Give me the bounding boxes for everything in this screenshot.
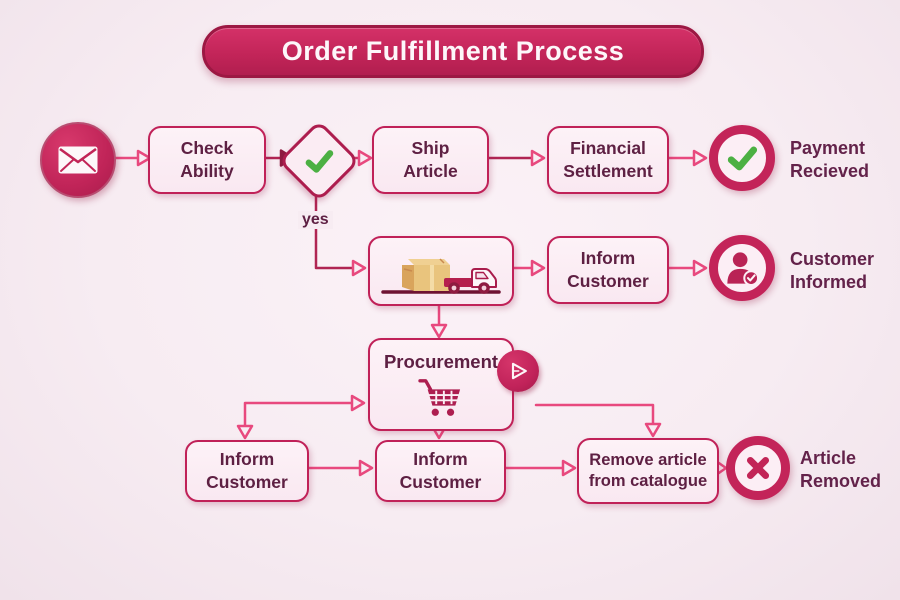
end-event-article-removed <box>726 436 790 500</box>
delivery-truck-icon <box>381 258 501 294</box>
arrowhead <box>136 149 152 167</box>
task-label: Inform Customer <box>206 449 288 492</box>
arrowhead <box>351 259 367 277</box>
task-label: Ship Article <box>403 138 458 181</box>
task-label: Check Ability <box>180 138 234 181</box>
end-event-payment-received <box>709 125 775 191</box>
task-label: Inform Customer <box>567 248 649 291</box>
connector-procurement-remove <box>534 403 655 426</box>
person-check-icon <box>727 252 760 286</box>
task-inform-customer-center: Inform Customer <box>375 440 506 502</box>
play-icon <box>511 362 527 380</box>
task-remove-article: Remove article from catalogue <box>577 438 719 504</box>
task-label: Inform Customer <box>399 449 482 492</box>
task-deliver-article <box>368 236 514 306</box>
start-event-order-received <box>40 122 116 198</box>
procurement-play-badge <box>497 350 539 392</box>
arrowhead <box>358 459 374 477</box>
arrowhead <box>430 323 448 339</box>
task-ship-article: Ship Article <box>372 126 489 194</box>
end-event-customer-informed <box>709 235 775 301</box>
arrowhead <box>530 259 546 277</box>
event-label-payment-received: Payment Recieved <box>790 138 870 182</box>
task-financial-settlement: Financial Settlement <box>547 126 669 194</box>
task-check-ability: Check Ability <box>148 126 266 194</box>
shopping-cart-icon <box>418 379 461 416</box>
event-label-article-removed: Article Removed <box>800 448 882 492</box>
task-procurement: Procurement <box>368 338 514 431</box>
task-inform-customer-left: Inform Customer <box>185 440 309 502</box>
green-check-circle-icon <box>727 146 758 171</box>
task-label: Procurement <box>383 351 499 372</box>
task-label: Remove article from catalogue <box>588 450 708 490</box>
decision-availability <box>277 119 361 203</box>
arrowhead <box>561 459 577 477</box>
connector-procurement-informleft <box>243 401 354 428</box>
task-inform-customer-shipping: Inform Customer <box>547 236 669 304</box>
event-label-customer-informed: Customer Informed <box>790 249 875 293</box>
arrowhead <box>692 149 708 167</box>
envelope-icon <box>58 146 98 174</box>
arrowhead <box>644 422 662 438</box>
arrowhead <box>692 259 708 277</box>
edge-label-yes: yes <box>298 211 333 229</box>
task-label: Financial Settlement <box>563 138 653 181</box>
green-check-icon <box>305 150 334 173</box>
page-title: Order Fulfillment Process <box>202 25 704 78</box>
arrowhead <box>357 149 373 167</box>
arrowhead <box>530 149 546 167</box>
arrowhead <box>236 424 254 440</box>
x-circle-icon <box>746 456 770 480</box>
arrowhead <box>350 394 366 412</box>
